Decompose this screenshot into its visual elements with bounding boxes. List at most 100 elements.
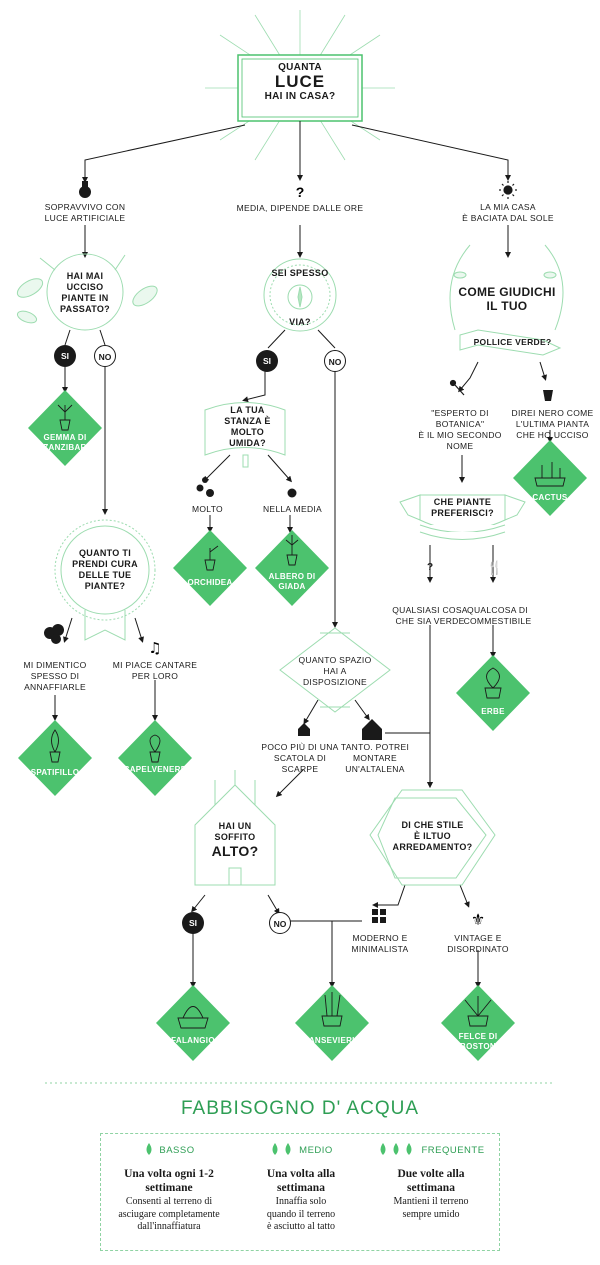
care-sing-line: PER LORO [131, 671, 179, 681]
plant-erbe: ERBE [453, 707, 533, 717]
music-note-icon: ♫ [148, 639, 161, 657]
away-question-bottom: VIA? [289, 317, 311, 327]
humid-average-label: NELLA MEDIA [262, 504, 323, 514]
legend-low-head: BASSO [109, 1142, 229, 1159]
thumb-wreath [449, 244, 564, 356]
style-line: DI CHE STILE [401, 820, 464, 830]
plant-name-line: CACTUS [532, 493, 568, 502]
humid-line: STANZA È [224, 416, 271, 426]
plant-falangio: FALANGIO [153, 1036, 233, 1046]
legend-desc-line: asciugare completamente [118, 1208, 220, 1220]
legend-freq-line: Una volta ogni 1-2 [124, 1168, 214, 1180]
plant-name-line: ORCHIDEA [187, 578, 233, 587]
style-line: ARREDAMENTO? [392, 842, 473, 852]
light-medium-line: MEDIA, DIPENDE DALLE ORE [236, 203, 364, 213]
light-high-line: È BACIATA DAL SOLE [462, 213, 554, 223]
prefer-line: CHE PIANTE [433, 497, 492, 507]
thumb-expert-line: NOME [446, 441, 474, 451]
legend-freq-line: settimane [145, 1182, 193, 1194]
space-question: QUANTO SPAZIO HAI A DISPOSIZIONE [290, 655, 380, 688]
care-badge [54, 519, 156, 641]
care-forget-line: ANNAFFIARLE [24, 682, 86, 692]
space-large-line: MONTARE [353, 753, 397, 763]
light-low-line: SOPRAVVIVO CON [44, 202, 126, 212]
space-small-line: SCARPE [281, 764, 319, 774]
legend-desc-line: Innaffia solo [275, 1196, 327, 1207]
legend-freq-line: Una volta alla [266, 1168, 336, 1180]
legend-freq-line: settimana [407, 1182, 455, 1194]
prefer-green-label: QUALSIASI COSA CHE SIA VERDE [385, 605, 475, 627]
prefer-banner [399, 494, 526, 540]
fork-knife-icon: 🍴 [487, 560, 503, 576]
killed-wreath [16, 253, 158, 331]
fleur-de-lis-icon: ⚜ [471, 910, 485, 929]
legend-freq-line: settimana [277, 1182, 325, 1194]
water-drops-icon [377, 1142, 417, 1159]
plant-name-line: SPATIFILLO [30, 768, 80, 777]
legend-high-head: FREQUENTE [371, 1142, 491, 1159]
water-drops-icon [269, 1142, 295, 1159]
thumb-black-label: DIREI NERO COME L'ULTIMA PIANTA CHE HO U… [505, 408, 600, 441]
legend-divider [45, 1082, 555, 1084]
killed-line: PASSATO? [60, 304, 110, 314]
start-line1: QUANTA [278, 62, 322, 73]
legend-freq-line: Due volte alla [397, 1168, 465, 1180]
legend-medium-label: MEDIO [299, 1145, 333, 1157]
legend-medium-desc: Innaffia solo quando il terreno è asciut… [241, 1196, 361, 1234]
light-low-label: SOPRAVVIVO CON LUCE ARTIFICIALE [35, 202, 135, 224]
care-line: DELLE TUE [78, 570, 132, 580]
prefer-line: PREFERISCI? [431, 508, 494, 518]
style-modern-label: MODERNO E MINIMALISTA [345, 933, 415, 955]
prefer-edible-line: COMMESTIBILE [463, 616, 532, 626]
start-question: QUANTA LUCE HAI IN CASA? [238, 62, 362, 102]
plant-name-line: ZANZIBAR [43, 443, 87, 452]
legend-low-desc: Consenti al terreno di asciugare complet… [109, 1196, 229, 1234]
plant-name-line: ALBERO DI [268, 572, 316, 581]
space-small-label: POCO PIÙ DI UNA SCATOLA DI SCARPE [255, 742, 345, 775]
humid-line: MOLTO [230, 427, 265, 437]
legend-medium-head: MEDIO [241, 1142, 361, 1159]
humid-banner [204, 402, 286, 468]
legend-desc-line: Mantieni il terreno [393, 1196, 469, 1207]
style-question: DI CHE STILE È ILTUO ARREDAMENTO? [385, 820, 480, 853]
space-line: QUANTO SPAZIO [298, 655, 372, 665]
light-high-label: LA MIA CASA È BACIATA DAL SOLE [458, 202, 558, 224]
space-small-line: SCATOLA DI [273, 753, 327, 763]
legend-box: BASSO Una volta ogni 1-2 settimane Conse… [100, 1133, 500, 1251]
light-low-line: LUCE ARTIFICIALE [44, 213, 126, 223]
leaf-question-icon: ? [427, 562, 433, 573]
away-question-top: SEI SPESSO [271, 268, 329, 278]
care-forget-label: MI DIMENTICO SPESSO DI ANNAFFIARLE [10, 660, 100, 693]
space-diamond [279, 627, 391, 713]
thumb-expert-line: BOTANICA" [435, 419, 485, 429]
prefer-edible-line: QUALCOSA DI [467, 605, 528, 615]
thumb-black-line: CHE HO UCCISO [516, 430, 589, 440]
killed-line: UCCISO [66, 282, 104, 292]
care-sing-line: MI PIACE CANTARE [112, 660, 198, 670]
plant-cactus: CACTUS [510, 493, 590, 503]
style-vintage-line: VINTAGE E [454, 933, 502, 943]
plant-name-line: GEMMA DI [43, 433, 87, 442]
thumb-line-big: IL TUO [486, 299, 528, 313]
care-line: QUANTO TI [78, 548, 132, 558]
legend-medium-frequency: Una volta alla settimana [241, 1167, 361, 1195]
space-large-label: TANTO. POTREI MONTARE UN'ALTALENA [335, 742, 415, 775]
style-vintage-line: DISORDINATO [447, 944, 509, 954]
prefer-green-line: CHE SIA VERDE [395, 616, 465, 626]
ceiling-question: HAI UN SOFFITO ALTO? [200, 821, 270, 859]
legend-high-label: FREQUENTE [421, 1145, 485, 1157]
plant-spatifillo: SPATIFILLO [15, 768, 95, 778]
legend-high-frequency: Due volte alla settimana [371, 1167, 491, 1195]
style-line: È ILTUO [414, 831, 451, 841]
ceiling-house [194, 770, 276, 886]
plant-capelvenere: CAPELVENERE [115, 765, 195, 775]
legend-desc-line: dall'innaffiatura [137, 1221, 201, 1232]
water-drop-icon [143, 1142, 155, 1159]
plant-sansevieria: SANSEVIERIA [292, 1036, 372, 1046]
plant-glyphs [49, 404, 566, 1029]
care-question: QUANTO TI PRENDI CURA DELLE TUE PIANTE? [65, 548, 145, 592]
prefer-green-line: QUALSIASI COSA [392, 605, 468, 615]
thumb-black-line: DIREI NERO COME [511, 408, 594, 418]
killed-yes-badge: SI [54, 345, 76, 367]
care-line: PIANTE? [84, 581, 126, 591]
